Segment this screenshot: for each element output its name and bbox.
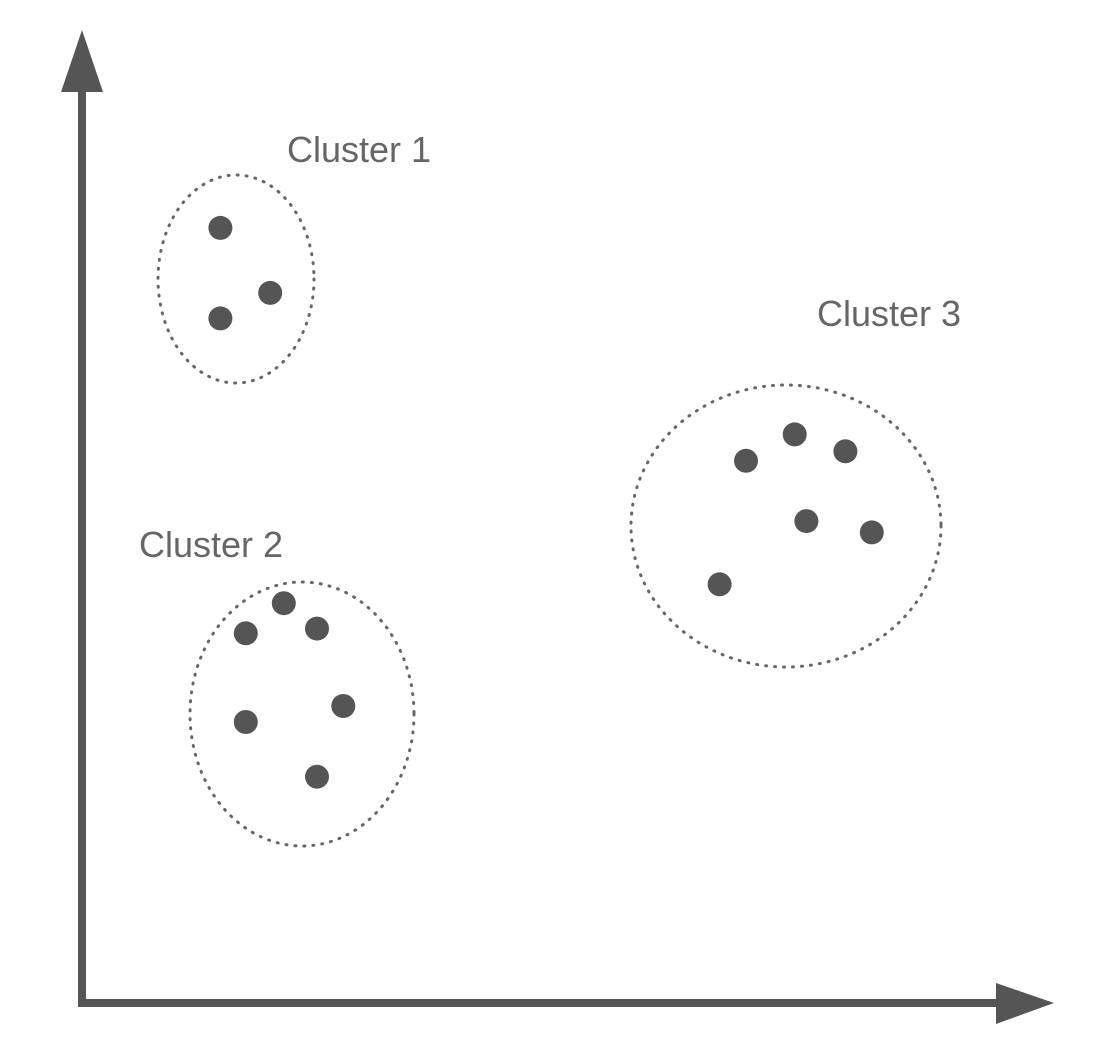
cluster-2-point xyxy=(233,710,258,734)
cluster-2-point xyxy=(305,764,329,789)
cluster-3: Cluster 3 xyxy=(629,293,961,669)
cluster-3-point xyxy=(794,509,819,534)
cluster-3-points xyxy=(707,422,884,597)
cluster-3-point xyxy=(707,572,732,597)
axes xyxy=(61,30,1054,1024)
cluster-1-label: Cluster 1 xyxy=(287,129,431,170)
x-axis-arrowhead xyxy=(996,983,1054,1024)
cluster-3-label: Cluster 3 xyxy=(817,293,961,334)
cluster-2-point xyxy=(305,616,329,641)
cluster-2-point xyxy=(271,591,296,616)
cluster-2-point xyxy=(233,621,258,646)
cluster-1-point xyxy=(258,280,283,305)
cluster-1-points xyxy=(208,215,283,331)
cluster-3-point xyxy=(859,520,884,545)
cluster-2-boundary xyxy=(188,580,416,848)
cluster-3-point xyxy=(833,439,858,464)
cluster-2-point xyxy=(331,694,356,718)
cluster-1-point xyxy=(208,215,233,240)
cluster-2: Cluster 2 xyxy=(139,524,416,848)
y-axis-arrowhead xyxy=(61,30,103,92)
cluster-2-points xyxy=(233,591,356,789)
cluster-1: Cluster 1 xyxy=(156,129,431,385)
cluster-2-label: Cluster 2 xyxy=(139,524,283,565)
cluster-1-point xyxy=(208,306,233,331)
cluster-3-point xyxy=(734,448,758,473)
cluster-1-boundary xyxy=(156,173,316,385)
cluster-3-boundary xyxy=(629,383,943,669)
cluster-3-point xyxy=(782,422,807,447)
